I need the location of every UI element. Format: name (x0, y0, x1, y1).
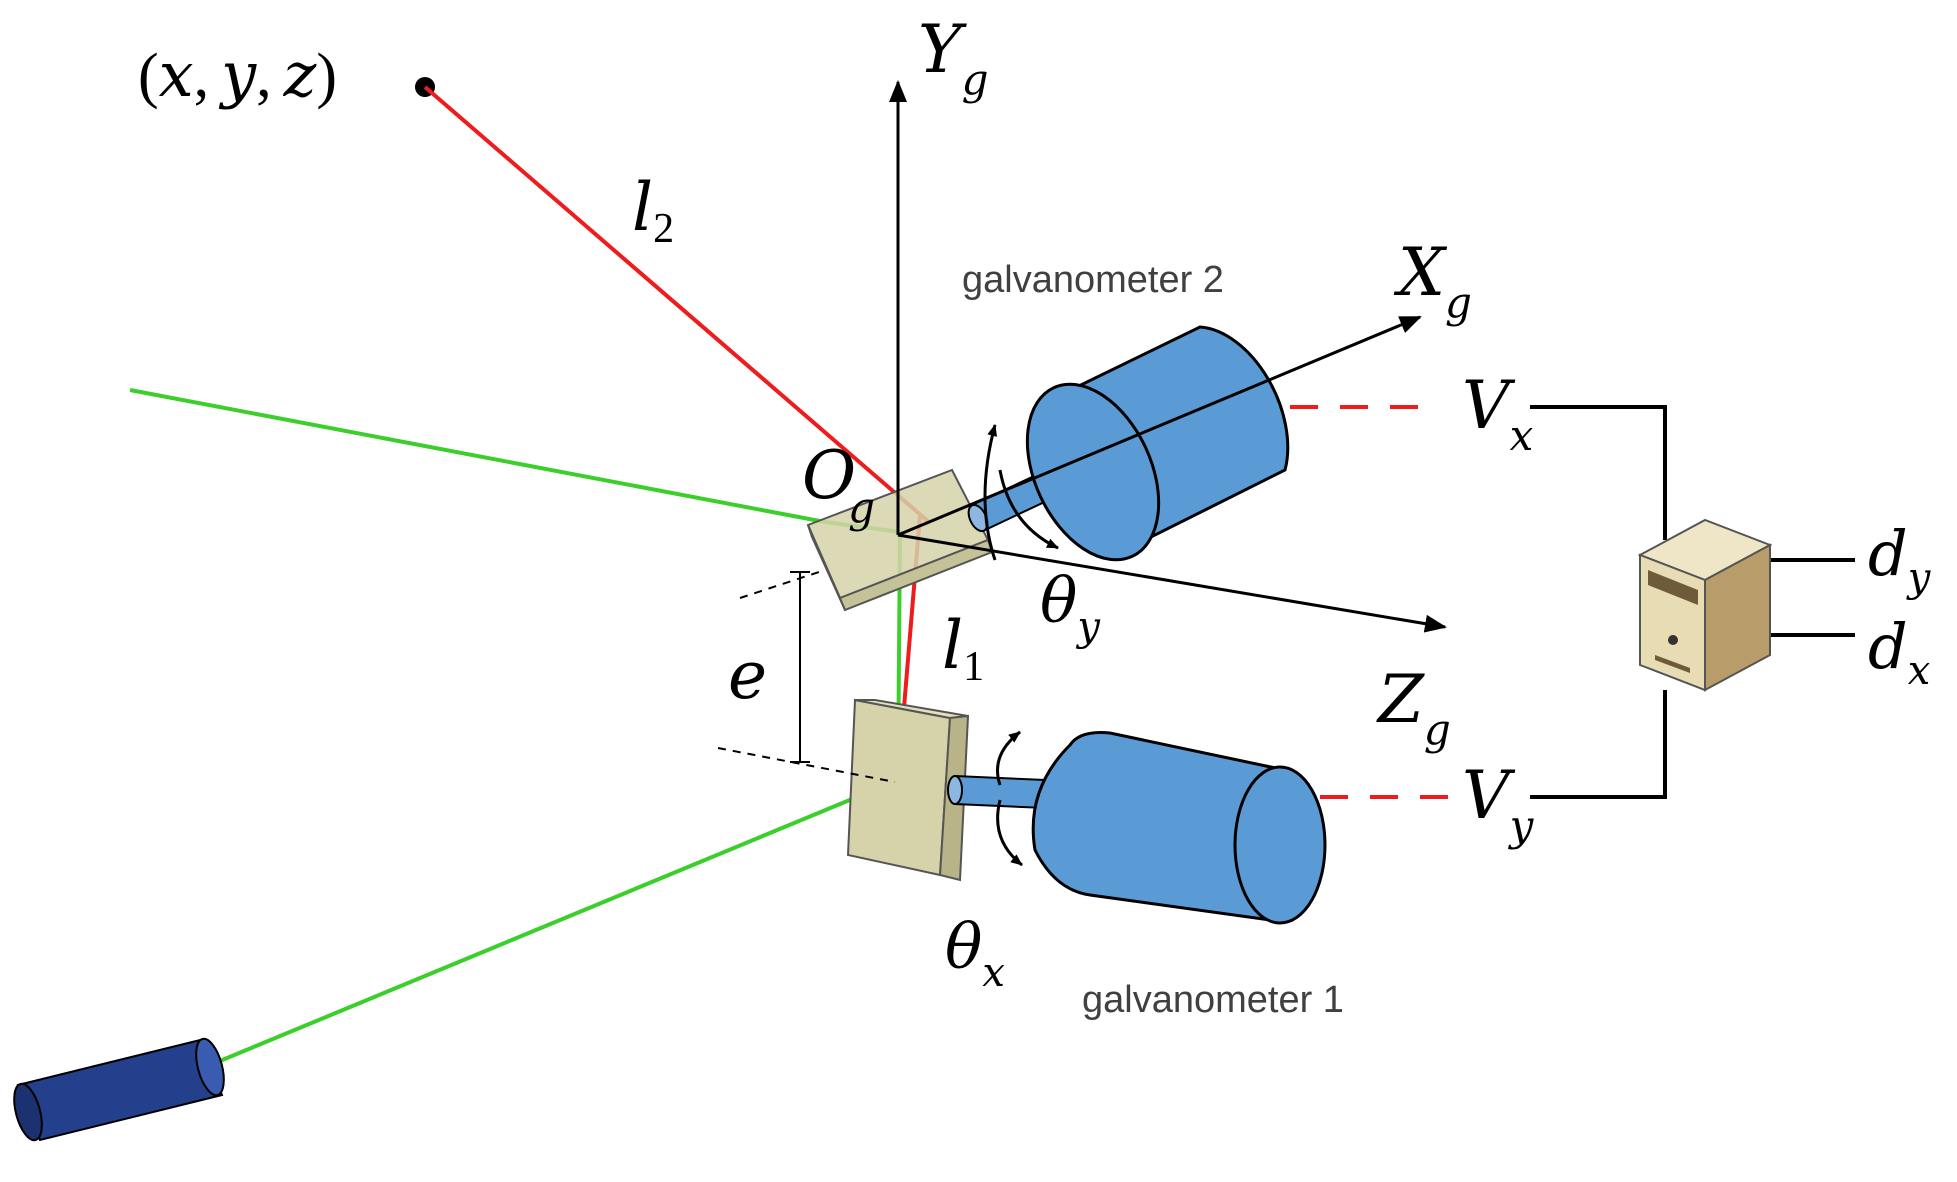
target-point-label: (x,y,z) (138, 38, 337, 111)
z-axis (897, 533, 1447, 633)
svg-text:dx: dx (1868, 610, 1930, 694)
vy-wire (1530, 690, 1667, 799)
voltage-label-vx: Vx (1462, 367, 1534, 460)
laser-emitter-icon (13, 1037, 225, 1142)
svg-text:Xg: Xg (1393, 234, 1472, 327)
svg-text:Yg: Yg (918, 11, 988, 104)
paren-close: ) (316, 42, 337, 110)
paren-open: ( (138, 42, 159, 110)
length-label-l2: l2 (632, 169, 674, 252)
svg-text:Zg: Zg (1376, 661, 1451, 754)
comma-1: , (194, 42, 210, 110)
svg-text:Vx: Vx (1462, 367, 1534, 460)
svg-text:Og: Og (802, 437, 875, 532)
vx-wire (1530, 405, 1667, 540)
axis-label-x: Xg (1393, 234, 1472, 327)
comma-2: , (256, 42, 272, 110)
galvanometer-1-motor (947, 731, 1327, 925)
output-label-dx: dx (1868, 610, 1930, 694)
axis-label-y: Yg (918, 11, 988, 104)
origin-label: Og (802, 437, 875, 532)
theta-y-rotation-arrow (983, 424, 1059, 561)
galvanometer-1-caption: galvanometer 1 (1082, 979, 1344, 1021)
galvanometer-2-caption: galvanometer 2 (962, 259, 1224, 301)
computer-tower-icon (1637, 518, 1773, 692)
coord-x: x (159, 38, 194, 111)
angle-label-theta-y: θy (1040, 564, 1101, 650)
length-label-l1: l1 (942, 607, 984, 690)
axis-label-z: Zg (1376, 661, 1451, 754)
svg-text:θx: θx (945, 910, 1005, 996)
coord-y: y (218, 38, 257, 111)
svg-text:l2: l2 (632, 169, 674, 252)
output-label-dy: dy (1868, 517, 1932, 601)
angle-label-theta-x: θx (945, 910, 1005, 996)
red-reflected-beam (423, 85, 932, 781)
svg-text:e: e (728, 637, 767, 714)
distance-e-marker (717, 569, 896, 783)
distance-label-e: e (728, 637, 767, 714)
theta-x-rotation-arrow (996, 730, 1023, 867)
voltage-label-vy: Vy (1462, 757, 1535, 850)
svg-text:dy: dy (1868, 517, 1932, 601)
svg-text:Vy: Vy (1462, 757, 1535, 850)
svg-text:l1: l1 (942, 607, 984, 690)
galvanometer-2-motor (967, 325, 1290, 562)
svg-text:(x,y,z): (x,y,z) (138, 38, 337, 111)
control-wiring (1290, 405, 1855, 799)
green-laser-beam (129, 388, 903, 1065)
coord-z: z (283, 38, 317, 111)
svg-text:θy: θy (1040, 564, 1101, 650)
